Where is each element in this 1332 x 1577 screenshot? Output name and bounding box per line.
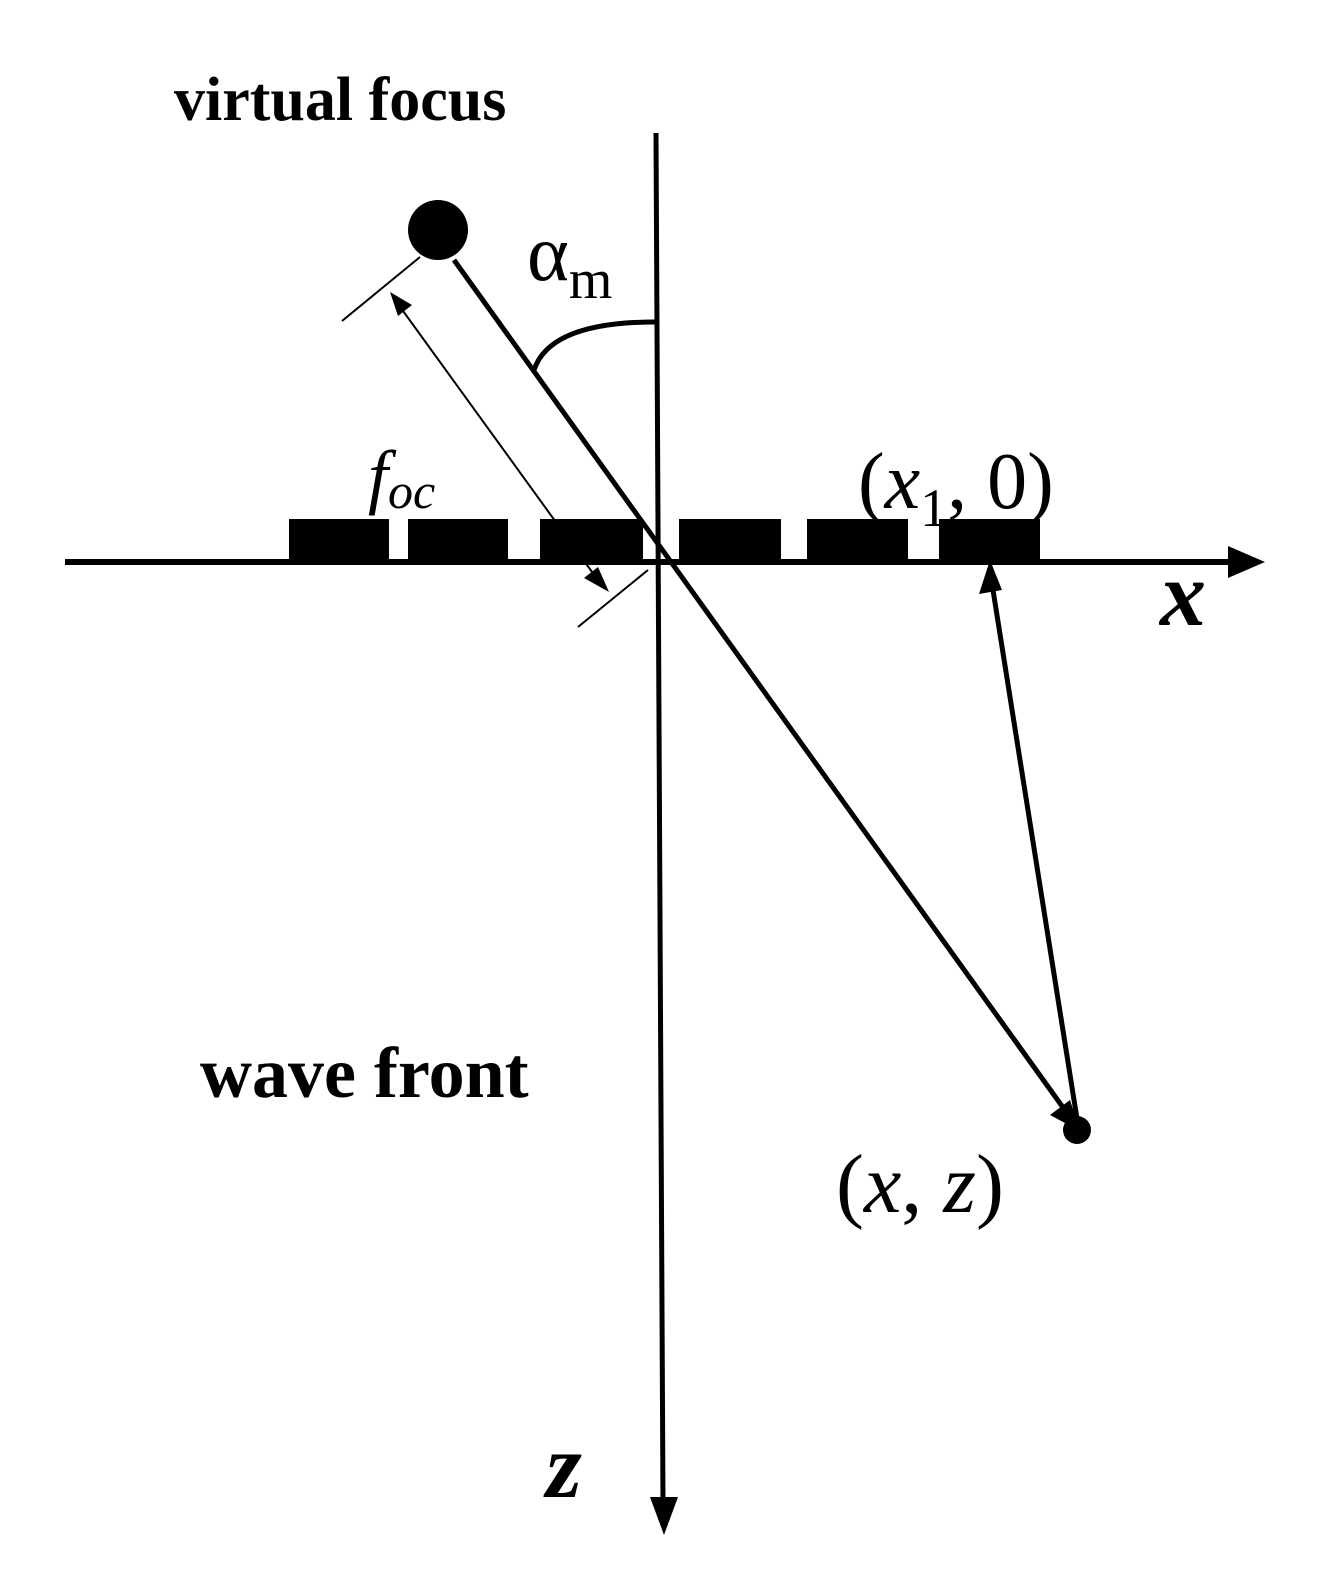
element-ray-arrowhead	[979, 560, 1002, 594]
extension-line-top	[341, 256, 421, 322]
focus-ray	[451, 258, 1075, 1122]
focal-subscript: oc	[388, 463, 435, 519]
wave-front-label: wave front	[200, 1033, 529, 1113]
x1-subscript: 1	[920, 478, 947, 538]
dimension-arrowhead-top	[390, 292, 412, 316]
xz-comma: ,	[901, 1138, 943, 1231]
transducer-element	[679, 519, 781, 559]
alpha-m-label: αm	[527, 210, 612, 311]
x1-rest: , 0)	[947, 438, 1054, 526]
transducer-element	[939, 519, 1040, 559]
field-point	[1063, 1116, 1091, 1144]
z-axis-arrowhead	[650, 1497, 678, 1535]
z-axis	[650, 132, 678, 1535]
field-point-label: (x, z)	[836, 1138, 1004, 1231]
xz-open-paren: (	[836, 1138, 864, 1231]
x-axis	[65, 546, 1265, 578]
focal-dimension	[341, 256, 649, 628]
transducer-element	[289, 519, 389, 559]
transducer-array	[289, 519, 1040, 559]
virtual-focus-label: virtual focus	[174, 66, 506, 134]
transducer-element	[807, 519, 908, 559]
x1-var: x	[884, 438, 921, 526]
xz-z: z	[942, 1138, 976, 1231]
transducer-element	[540, 519, 643, 559]
focal-length-label: foc	[368, 436, 435, 519]
xz-close-paren: )	[976, 1138, 1004, 1231]
x-axis-label: x	[1158, 543, 1206, 645]
dimension-arrowhead-bottom	[584, 567, 609, 592]
extension-line-bottom	[577, 569, 649, 628]
x1-open-paren: (	[858, 438, 885, 526]
dimension-line	[397, 303, 601, 584]
x-axis-arrowhead	[1228, 546, 1265, 578]
angle-arc	[531, 319, 656, 371]
element-position-label: (x1, 0)	[858, 438, 1054, 538]
transducer-element	[408, 519, 508, 559]
z-axis-label: z	[543, 1415, 582, 1517]
element-ray	[990, 589, 1081, 1126]
alpha-symbol: α	[527, 210, 569, 298]
alpha-subscript: m	[569, 249, 613, 311]
xz-x: x	[862, 1138, 901, 1231]
virtual-focus-point	[408, 200, 468, 260]
